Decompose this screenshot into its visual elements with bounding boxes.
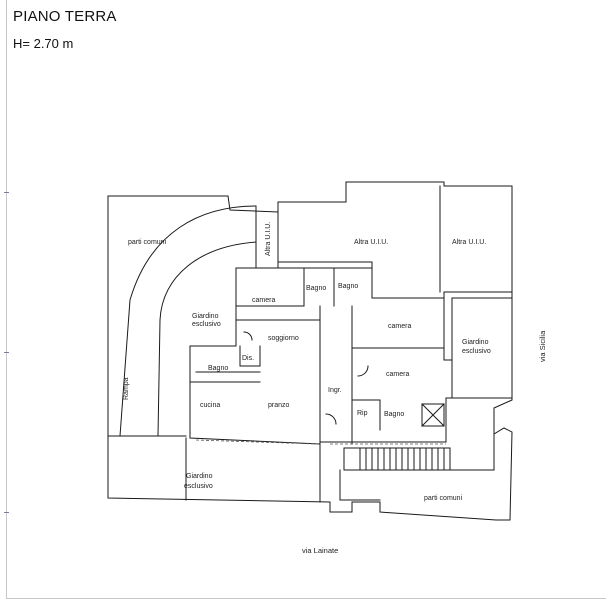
entrance-steps: [343, 447, 451, 471]
label-bagno-4: Bagno: [384, 411, 404, 418]
terrace-edge: [195, 439, 446, 445]
label-via-lainate: via Lainate: [302, 546, 338, 555]
label-camera-2: camera: [388, 323, 411, 330]
label-altra-uiu-vertical: Altra U.I.U.: [265, 222, 272, 256]
step-lines: [359, 447, 445, 471]
elevator-cross: [421, 403, 445, 427]
label-parti-comuni-bottom: parti comuni: [424, 495, 463, 502]
label-parti-comuni-top: parti comuni: [128, 239, 167, 246]
ramp-outer-arc: [119, 205, 257, 437]
label-via-sicilia: via Sicilia: [538, 330, 547, 362]
label-giardino-bottom-1: Giardino: [186, 473, 213, 480]
elevator-shaft: [421, 403, 445, 427]
label-bagno-2: Bagno: [338, 283, 358, 290]
label-bagno-1: Bagno: [306, 285, 326, 292]
bottom-courtyard: [185, 433, 495, 503]
label-giardino-right-2: esclusivo: [462, 348, 491, 355]
label-bagno-3: Bagno: [208, 365, 228, 372]
label-giardino-left-1: Giardino: [192, 313, 219, 320]
door-swing: [243, 331, 253, 341]
ramp-inner-arc: [157, 241, 257, 437]
label-altra-uiu-1: Altra U.I.U.: [354, 239, 388, 246]
apartment-outline: [189, 267, 453, 445]
margin-tick: [4, 192, 9, 193]
label-rip: Rip: [357, 410, 368, 417]
property-boundary: [107, 181, 513, 521]
right-garden-outline: [451, 297, 513, 399]
label-giardino-right-1: Giardino: [462, 339, 489, 346]
floor-title: PIANO TERRA: [13, 8, 117, 25]
label-rampa: Rampa: [123, 377, 130, 400]
label-giardino-bottom-2: esclusivo: [184, 483, 213, 490]
label-soggiorno: soggiorno: [268, 335, 299, 342]
label-camera-1: camera: [252, 297, 275, 304]
margin-tick: [4, 352, 9, 353]
ceiling-height: H= 2.70 m: [13, 36, 74, 51]
door-swing: [357, 365, 369, 377]
label-altra-uiu-2: Altra U.I.U.: [452, 239, 486, 246]
label-cucina: cucina: [200, 402, 220, 409]
altra-uiu-vertical-area: [255, 205, 279, 269]
door-swing: [325, 413, 337, 425]
margin-tick: [4, 512, 9, 513]
page-border: [6, 0, 606, 599]
label-ingr: Ingr.: [328, 387, 342, 394]
label-pranzo: pranzo: [268, 402, 290, 409]
label-dis: Dis.: [242, 355, 254, 362]
label-camera-3: camera: [386, 371, 409, 378]
label-giardino-left-2: esclusivo: [192, 321, 221, 328]
interior-walls: [189, 267, 445, 445]
